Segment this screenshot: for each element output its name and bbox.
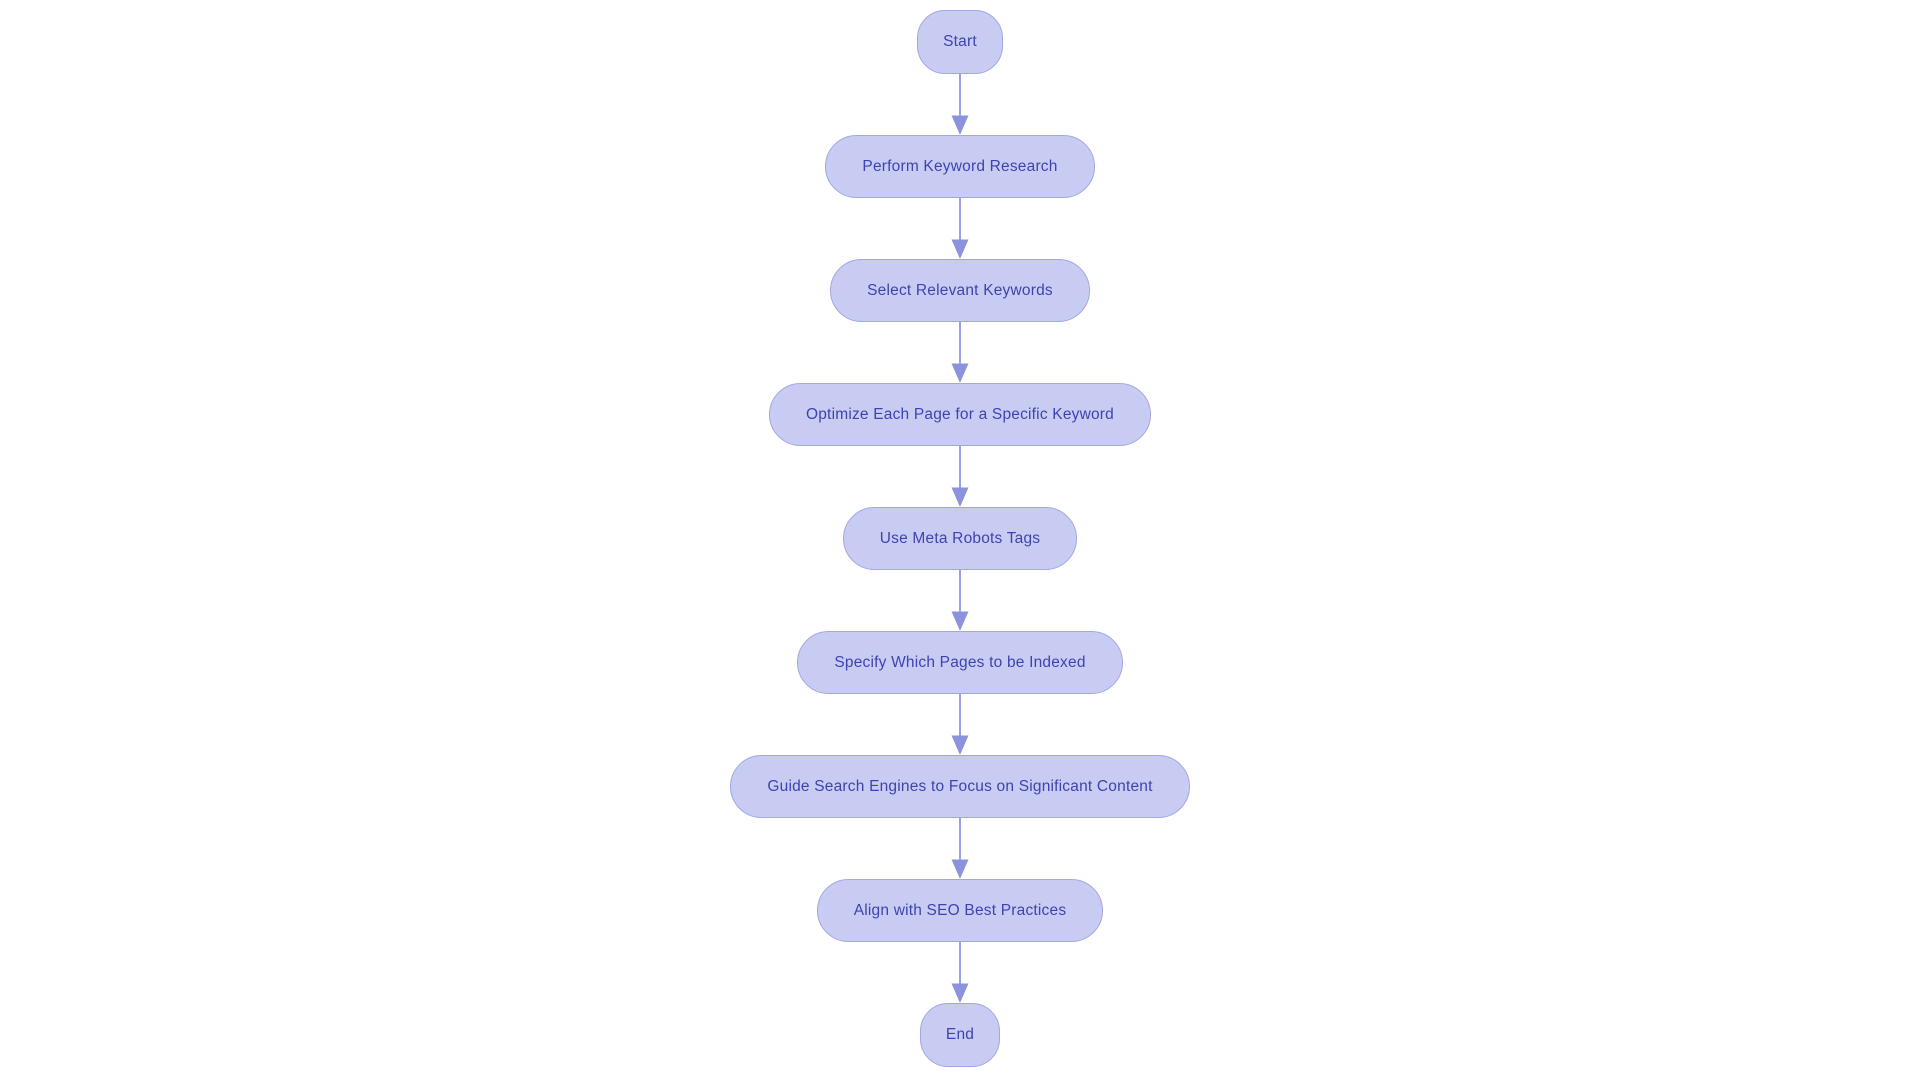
flowchart-node-select-relevant-keywords: Select Relevant Keywords bbox=[830, 259, 1090, 322]
arrow-guide-search-engines-to-focus-on-significant-content-to-align-with-seo-best-practices bbox=[951, 818, 969, 879]
arrow-perform-keyword-research-to-select-relevant-keywords bbox=[951, 198, 969, 259]
node-label: Align with SEO Best Practices bbox=[853, 901, 1067, 919]
flowchart-node-optimize-each-page-for-a-specific-keyword: Optimize Each Page for a Specific Keywor… bbox=[768, 383, 1151, 446]
node-label: End bbox=[945, 1026, 975, 1043]
node-label: Select Relevant Keywords bbox=[867, 281, 1053, 299]
arrow-specify-which-pages-to-be-indexed-to-guide-search-engines-to-focus-on-significant-content bbox=[951, 694, 969, 755]
node-label: Use Meta Robots Tags bbox=[879, 529, 1041, 547]
arrow-optimize-each-page-for-a-specific-keyword-to-use-meta-robots-tags bbox=[951, 446, 969, 507]
arrow-select-relevant-keywords-to-optimize-each-page-for-a-specific-keyword bbox=[951, 322, 969, 383]
node-label: Guide Search Engines to Focus on Signifi… bbox=[767, 777, 1153, 795]
flowchart-node-use-meta-robots-tags: Use Meta Robots Tags bbox=[842, 507, 1078, 570]
node-label: Optimize Each Page for a Specific Keywor… bbox=[805, 405, 1114, 423]
flowchart-node-align-with-seo-best-practices: Align with SEO Best Practices bbox=[816, 879, 1104, 942]
flowchart-node-specify-which-pages-to-be-indexed: Specify Which Pages to be Indexed bbox=[797, 631, 1123, 694]
flowchart-node-guide-search-engines-to-focus-on-significant-content: Guide Search Engines to Focus on Signifi… bbox=[730, 755, 1190, 818]
node-label: Start bbox=[943, 33, 977, 50]
flowchart: Start Perform Keyword Research Select Re… bbox=[0, 10, 1920, 1067]
arrow-use-meta-robots-tags-to-specify-which-pages-to-be-indexed bbox=[951, 570, 969, 631]
flowchart-node-perform-keyword-research: Perform Keyword Research bbox=[825, 135, 1095, 198]
node-label: Perform Keyword Research bbox=[862, 157, 1058, 175]
node-label: Specify Which Pages to be Indexed bbox=[834, 653, 1086, 671]
arrow-start-to-perform-keyword-research bbox=[951, 74, 969, 135]
flowchart-node-start: Start bbox=[917, 10, 1003, 74]
flowchart-node-end: End bbox=[919, 1003, 1001, 1067]
arrow-align-with-seo-best-practices-to-end bbox=[951, 942, 969, 1003]
